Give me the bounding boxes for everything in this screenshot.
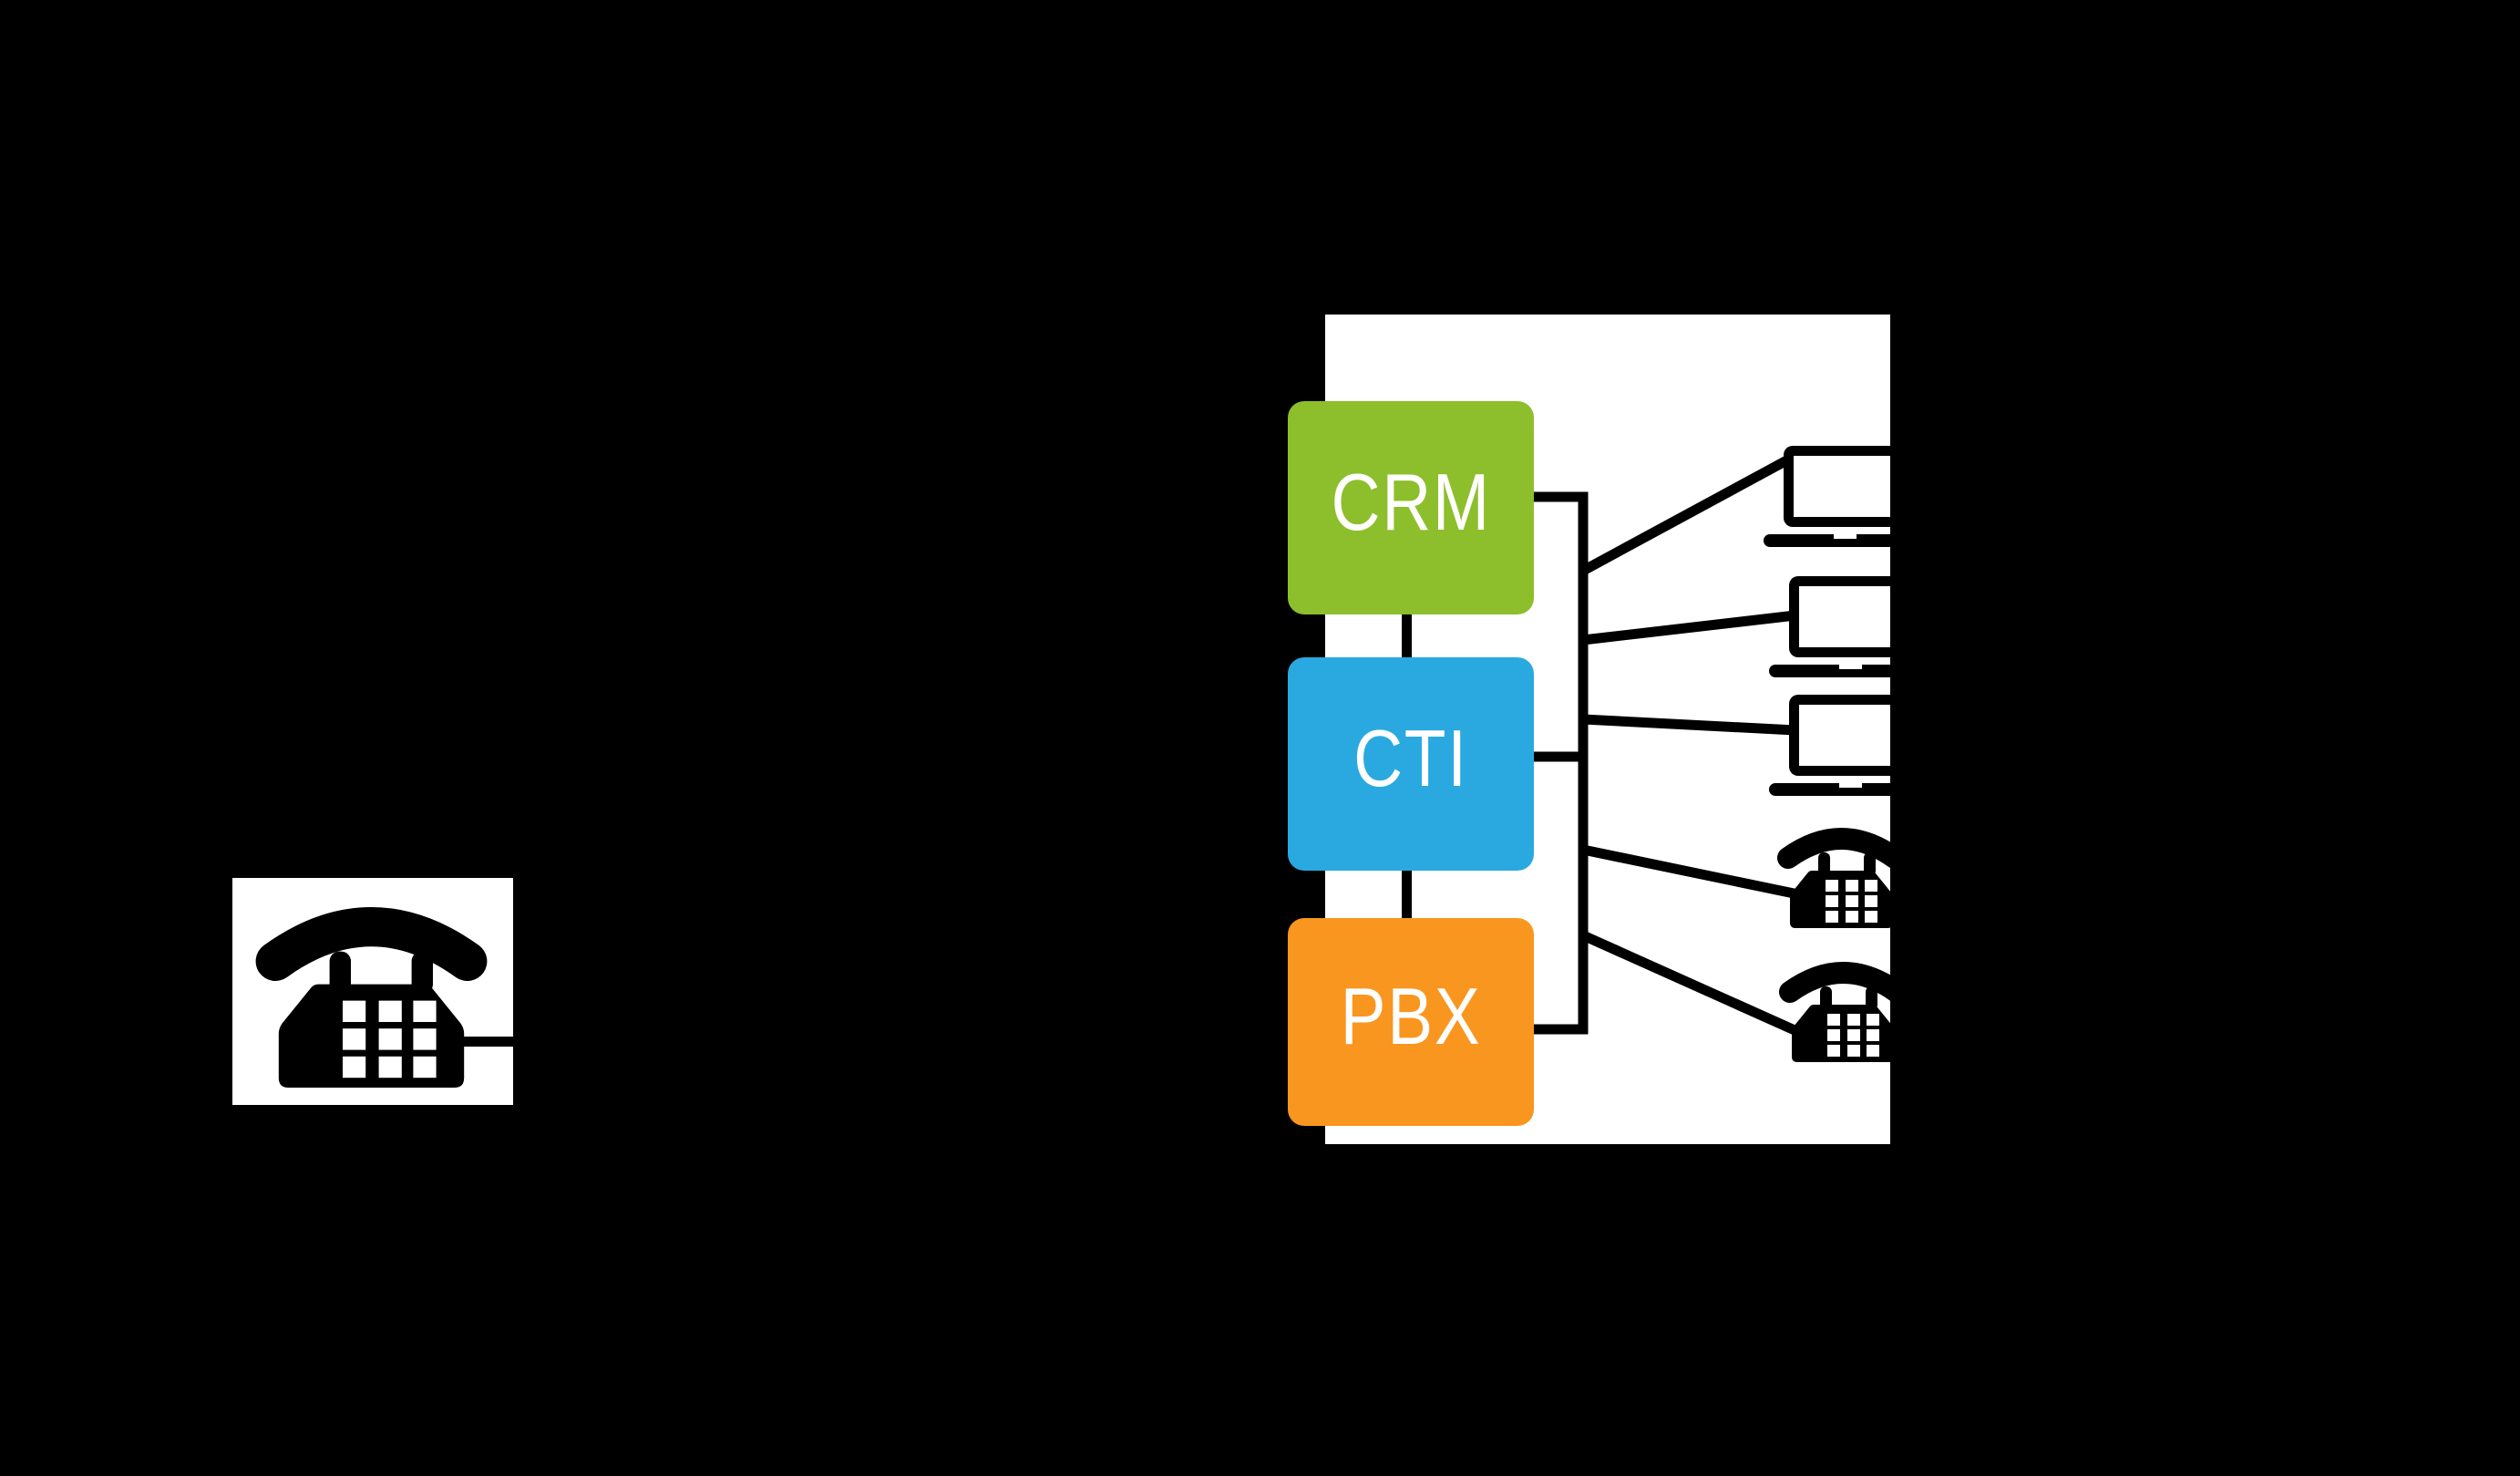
cti-box: CTI	[1288, 657, 1534, 871]
laptop-icon-2	[1769, 576, 1890, 677]
pbx-label: PBX	[1340, 971, 1482, 1061]
wire-desk-phone-1	[1581, 844, 1805, 901]
crm-label: CRM	[1331, 457, 1491, 547]
laptop-icon-3	[1769, 695, 1890, 796]
wire-laptop-2	[1582, 610, 1796, 645]
pbx-box: PBX	[1288, 918, 1534, 1126]
crm-box: CRM	[1288, 401, 1534, 614]
wire-laptop-1	[1580, 453, 1795, 575]
crm-cti-connector	[1402, 614, 1412, 657]
wire-desk-phone-2	[1580, 930, 1805, 1039]
telephone-icon	[252, 907, 490, 1088]
cti-pbx-connector	[1402, 871, 1412, 918]
wire-laptop-3	[1582, 714, 1796, 736]
wiring-layer	[1534, 446, 1890, 1144]
desk-phone-icon-1	[1788, 839, 1890, 928]
caller-connection-line	[447, 1037, 513, 1047]
bus-line	[1534, 491, 1589, 1035]
desk-phone-icon-2	[1790, 973, 1890, 1062]
cti-label: CTI	[1353, 713, 1468, 803]
caller-box	[232, 878, 513, 1105]
